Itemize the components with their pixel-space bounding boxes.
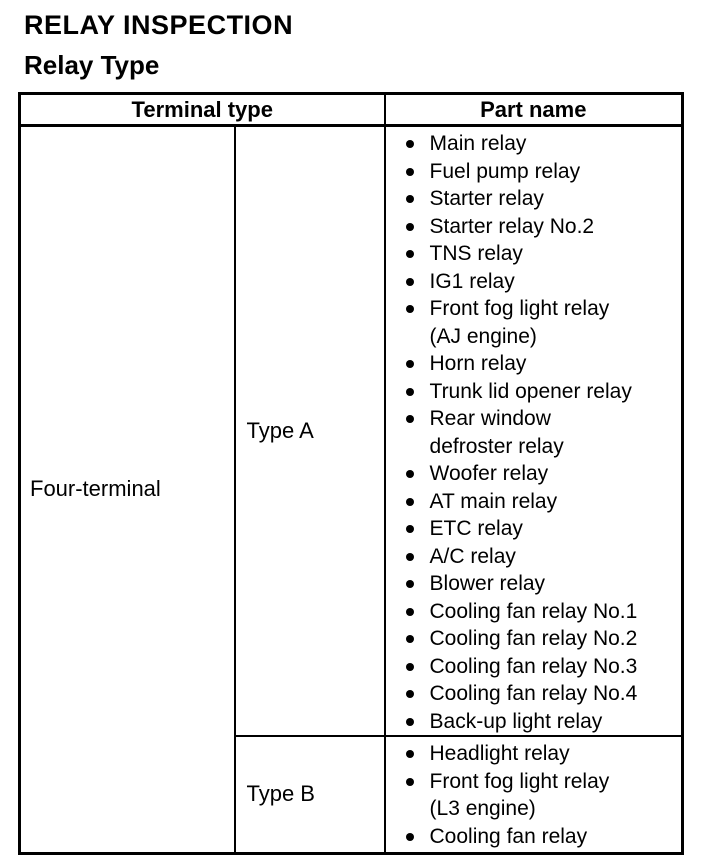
part-item: Front fog light relay (AJ engine): [386, 295, 682, 350]
part-item: Cooling fan relay No.2: [386, 625, 682, 653]
bullet-icon: [405, 360, 414, 368]
part-item: Back-up light relay: [386, 708, 682, 736]
part-item: AT main relay: [386, 488, 682, 516]
part-label: ETC relay: [429, 517, 523, 540]
part-label: Main relay: [429, 132, 527, 155]
column-header-part-name: Part name: [383, 92, 684, 127]
type-b-cell: Type B: [233, 735, 386, 854]
part-item: Cooling fan relay: [386, 823, 682, 851]
column-header-terminal-type: Terminal type: [18, 92, 386, 127]
bullet-icon: [405, 607, 414, 616]
part-label: Woofer relay: [429, 462, 549, 485]
bullet-icon: [405, 690, 414, 698]
part-item: Fuel pump relay: [386, 158, 682, 186]
part-label: Starter relay No.2: [429, 214, 595, 238]
part-label: Blower relay: [429, 572, 546, 595]
type-a-cell: Type A: [233, 124, 386, 737]
part-item: Horn relay: [386, 350, 682, 378]
part-label: Headlight relay: [429, 742, 570, 765]
bullet-icon: [405, 717, 414, 726]
bullet-icon: [405, 305, 414, 313]
bullet-icon: [405, 750, 414, 758]
part-label: Cooling fan relay: [429, 824, 588, 848]
section-title: Relay Type: [24, 50, 160, 80]
bullet-icon: [405, 140, 414, 148]
bullet-icon: [405, 552, 414, 561]
part-label: Front fog light relay (L3 engine): [429, 769, 610, 821]
bullet-icon: [405, 635, 414, 643]
bullet-icon: [405, 222, 414, 231]
part-item: Main relay: [386, 130, 682, 158]
part-label: Cooling fan relay No.1: [429, 599, 638, 623]
part-item: ETC relay: [386, 515, 682, 543]
part-item: Front fog light relay (L3 engine): [386, 768, 682, 823]
bullet-icon: [405, 250, 414, 258]
part-label: Starter relay: [429, 187, 544, 210]
part-label: IG1 relay: [429, 269, 515, 293]
part-item: Cooling fan relay No.3: [386, 653, 682, 681]
part-label: Horn relay: [429, 352, 527, 375]
bullet-icon: [405, 580, 414, 588]
bullet-icon: [405, 415, 414, 423]
part-label: Cooling fan relay No.3: [429, 654, 638, 678]
part-label: Cooling fan relay No.2: [429, 627, 638, 650]
part-label: Front fog light relay (AJ engine): [429, 297, 610, 348]
part-label: Trunk lid opener relay: [429, 379, 632, 403]
part-item: Rear window defroster relay: [386, 405, 682, 460]
part-item: Cooling fan relay No.4: [386, 680, 682, 708]
part-label: Back-up light relay: [429, 709, 603, 733]
part-label: Cooling fan relay No.4: [429, 682, 638, 705]
part-item: IG1 relay: [386, 268, 682, 296]
part-label: TNS relay: [429, 242, 523, 265]
part-item: Cooling fan relay No.1: [386, 598, 682, 626]
bullet-icon: [405, 277, 414, 286]
part-label: AT main relay: [429, 489, 558, 513]
terminal-type-cell: Four-terminal: [18, 124, 236, 854]
part-item: Trunk lid opener relay: [386, 378, 682, 406]
page-title: RELAY INSPECTION: [24, 10, 294, 40]
part-item: Blower relay: [386, 570, 682, 598]
part-item: Starter relay No.2: [386, 213, 682, 241]
bullet-icon: [405, 832, 414, 841]
part-item: TNS relay: [386, 240, 682, 268]
part-item: Starter relay: [386, 185, 682, 213]
bullet-icon: [405, 470, 414, 478]
bullet-icon: [405, 497, 414, 506]
table-header-row: Terminal type Part name: [18, 92, 684, 127]
part-label: Fuel pump relay: [429, 159, 581, 183]
bullet-icon: [405, 195, 414, 203]
part-label: A/C relay: [429, 544, 516, 568]
part-item: Woofer relay: [386, 460, 682, 488]
part-label: Rear window defroster relay: [429, 407, 564, 458]
bullet-icon: [405, 167, 414, 176]
bullet-icon: [405, 662, 414, 671]
bullet-icon: [405, 777, 414, 786]
bullet-icon: [405, 525, 414, 533]
bullet-icon: [405, 387, 414, 396]
relay-type-table: Terminal type Part name Four-terminal Ty…: [18, 92, 685, 855]
part-item: A/C relay: [386, 543, 682, 571]
part-item: Headlight relay: [386, 740, 682, 768]
